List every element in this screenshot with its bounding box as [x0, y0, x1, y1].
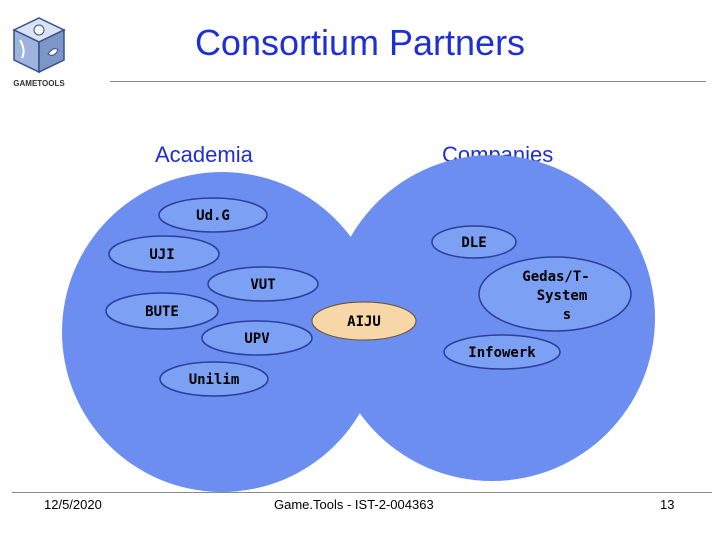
- title-divider: [110, 81, 706, 82]
- partner-label: UPV: [244, 331, 270, 347]
- footer-project: Game.Tools - IST-2-004363: [274, 497, 434, 512]
- footer-divider: [12, 492, 712, 493]
- partner-label: Ud.G: [196, 208, 230, 224]
- partner-label-line-3: s: [563, 307, 571, 323]
- partner-gedas: Gedas/T- System s: [478, 256, 632, 332]
- partner-unilim: Unilim: [159, 361, 269, 397]
- partner-uji: UJI: [108, 235, 220, 273]
- partner-bute: BUTE: [105, 292, 219, 330]
- partner-label: Unilim: [189, 372, 240, 388]
- partner-label-line-2: System: [537, 288, 588, 304]
- partner-upv: UPV: [201, 320, 313, 356]
- partner-label: DLE: [461, 235, 486, 251]
- footer-page-number: 13: [660, 497, 675, 512]
- footer-date: 12/5/2020: [44, 497, 102, 512]
- partner-vut: VUT: [207, 266, 319, 302]
- logo-text: GAMETOOLS: [13, 79, 65, 88]
- companies-circle: [329, 155, 655, 481]
- partner-label: BUTE: [145, 304, 179, 320]
- partner-label: VUT: [250, 277, 275, 293]
- partner-udg: Ud.G: [158, 197, 268, 233]
- partner-label-line-1: Gedas/T-: [522, 269, 589, 285]
- partner-dle: DLE: [431, 225, 517, 259]
- partner-label: Infowerk: [468, 345, 536, 361]
- gametools-logo: GAMETOOLS: [8, 10, 70, 90]
- academia-header: Academia: [155, 142, 253, 167]
- partner-label: AIJU: [347, 314, 381, 330]
- slide-title: Consortium Partners: [194, 22, 526, 63]
- cube-logo-icon: [12, 17, 66, 74]
- partner-aiju: AIJU: [311, 301, 417, 341]
- partner-label: UJI: [149, 247, 174, 263]
- partner-infowerk: Infowerk: [443, 334, 561, 370]
